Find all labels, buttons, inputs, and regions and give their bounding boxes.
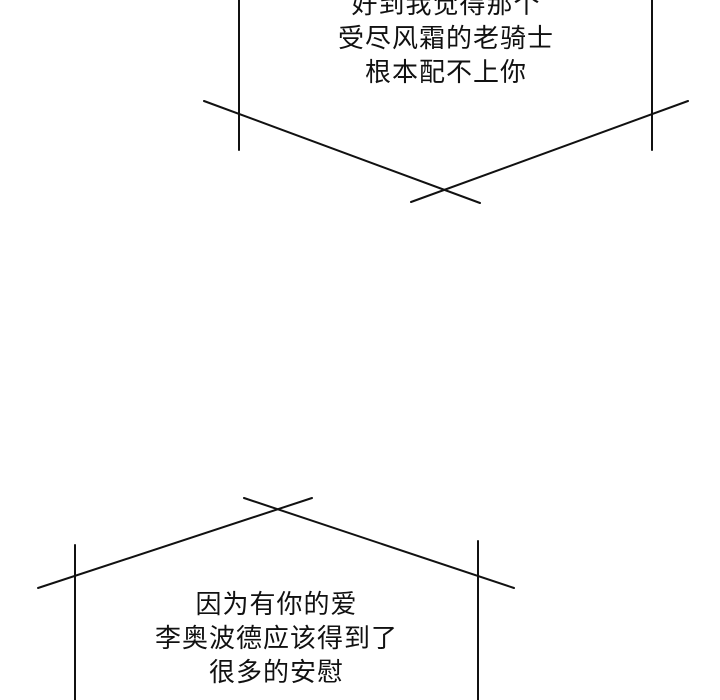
bottom-box-right-diagonal — [243, 497, 515, 589]
bottom-box-left-diagonal — [37, 497, 313, 589]
top-box-left-diagonal — [203, 100, 481, 204]
caption-top-line-3: 根本配不上你 — [364, 58, 527, 88]
caption-top: 好到我觉得那个 受尽风霜的老骑士 根本配不上你 — [240, 0, 652, 90]
caption-top-line-2: 受尽风霜的老骑士 — [337, 24, 554, 54]
caption-top-line-1: 好到我觉得那个 — [351, 0, 541, 20]
caption-bottom-line-3: 很多的安慰 — [208, 658, 344, 688]
caption-bottom: 因为有你的爱 李奥波德应该得到了 很多的安慰 — [75, 588, 478, 690]
caption-bottom-line-1: 因为有你的爱 — [195, 590, 358, 620]
caption-bottom-line-2: 李奥波德应该得到了 — [154, 624, 398, 654]
top-box-right-diagonal — [410, 100, 689, 203]
